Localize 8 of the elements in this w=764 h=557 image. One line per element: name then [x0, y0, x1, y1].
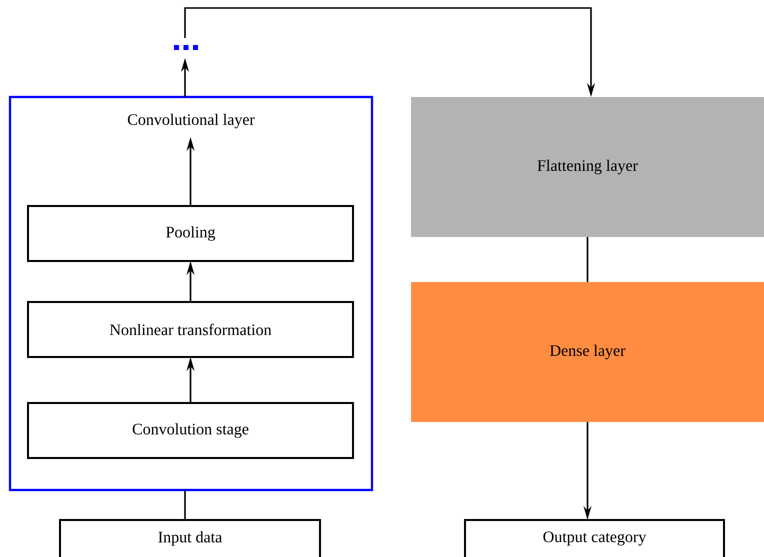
- layer-box: Dense layer: [411, 282, 764, 422]
- layer-box: Flattening layer: [411, 97, 764, 237]
- process-box: Convolution stage: [27, 402, 354, 459]
- output-box: Output category: [464, 519, 725, 557]
- process-box: Pooling: [27, 205, 354, 262]
- ellipsis-dots: [174, 45, 198, 50]
- process-box: Nonlinear transformation: [27, 301, 354, 358]
- input-box: Input data: [59, 519, 321, 557]
